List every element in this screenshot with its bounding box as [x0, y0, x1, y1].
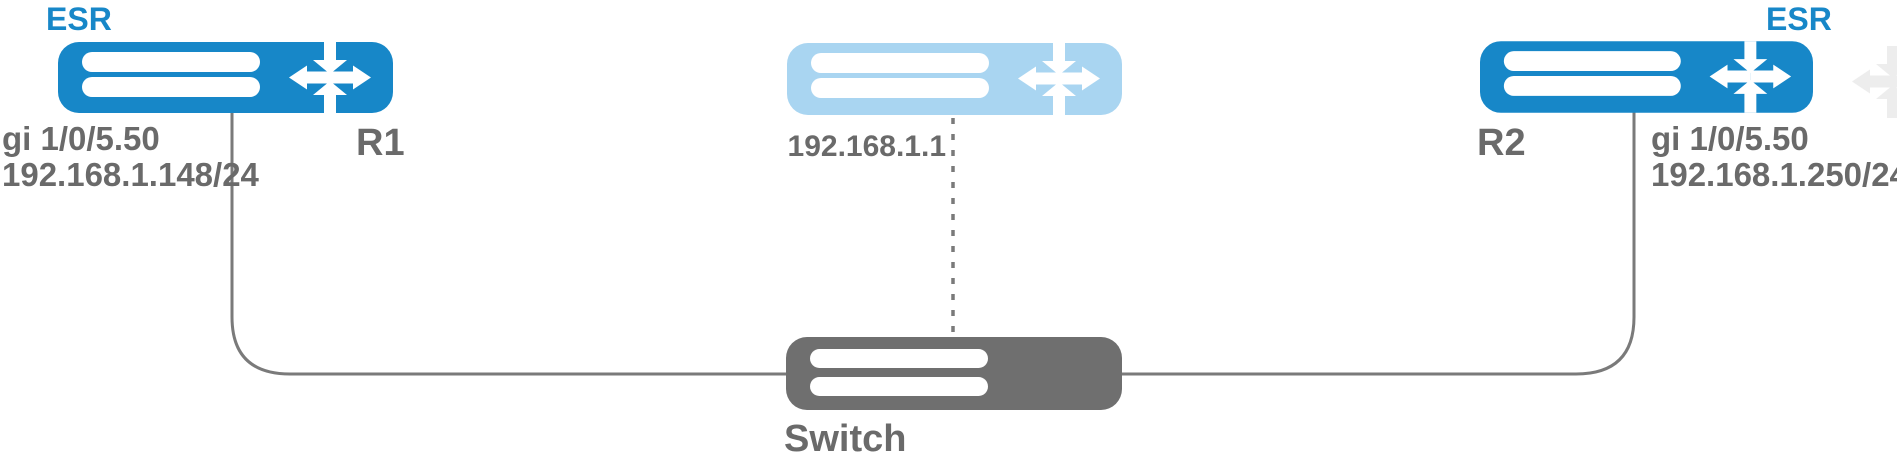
r2-interface-label: gi 1/0/5.50 — [1651, 120, 1809, 157]
r2-name-label: R2 — [1477, 122, 1526, 164]
r1-platform-label: ESR — [46, 1, 112, 37]
r2-ip-label: 192.168.1.250/24 — [1651, 156, 1897, 193]
link-switch-to-r2 — [1122, 111, 1636, 376]
router-r2-icon — [1480, 41, 1813, 113]
virtual-router-icon — [787, 43, 1122, 115]
r1-ip-label: 192.168.1.148/24 — [2, 156, 259, 193]
r2-interface-labels: gi 1/0/5.50 192.168.1.250/24 — [1651, 121, 1897, 193]
link-r1-to-switch — [230, 111, 786, 376]
r2-platform-label: ESR — [1766, 1, 1832, 37]
cross-arrows-icon — [1018, 43, 1100, 115]
ghost-arrows-icon — [1852, 46, 1897, 118]
switch-name-label: Switch — [784, 418, 907, 460]
router-r1-icon — [58, 42, 393, 113]
virtual-router-ip-label: 192.168.1.1 — [787, 130, 946, 163]
r1-interface-labels: gi 1/0/5.50 192.168.1.148/24 — [2, 121, 259, 193]
r1-interface-label: gi 1/0/5.50 — [2, 120, 160, 157]
cross-arrows-icon — [1709, 41, 1792, 113]
cross-arrows-icon — [289, 42, 371, 113]
switch-icon — [786, 337, 1122, 410]
r1-name-label: R1 — [356, 122, 405, 164]
